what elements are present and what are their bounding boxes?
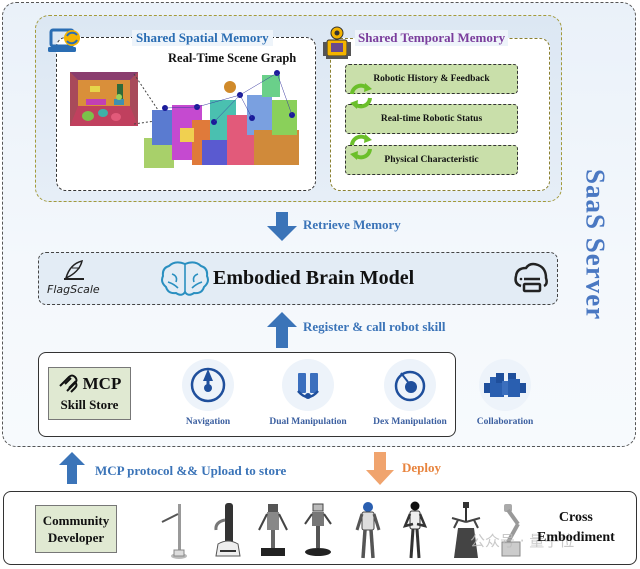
skill-dex-manipulation[interactable]: Dex Manipulation — [370, 359, 450, 427]
mobile-manipulator-icon — [214, 503, 241, 557]
deploy-label: Deploy — [402, 460, 441, 475]
watermark-text: 公众号 · 量子位 — [470, 532, 575, 550]
retrieve-memory-label: Retrieve Memory — [303, 217, 401, 232]
dual-arm-mobile-robot-icon — [258, 504, 288, 556]
skill-dual-manipulation[interactable]: Dual Manipulation — [268, 359, 348, 427]
flagscale-logo-icon — [64, 260, 84, 280]
mcp-skill-store: MCP Skill Store — [48, 367, 131, 420]
skill-label: Navigation — [185, 417, 231, 427]
mcp-logo-icon — [58, 374, 78, 393]
scene-graph-visualization — [144, 70, 299, 168]
collaboration-icon — [484, 373, 526, 397]
scene-graph-title: Real-Time Scene Graph — [168, 51, 297, 65]
spatial-memory-title: Shared Spatial Memory — [132, 30, 273, 46]
cloud-server-icon — [514, 262, 548, 293]
brain-icon — [161, 261, 209, 296]
cycle-arrows-icon — [350, 83, 372, 109]
room-thumbnail — [70, 72, 138, 126]
temporal-item-history: Robotic History & Feedback — [345, 64, 518, 94]
upload-to-store-label: MCP protocol && Upload to store — [95, 463, 287, 478]
temporal-memory-title: Shared Temporal Memory — [355, 30, 509, 46]
saas-server-label: SaaS Server — [580, 169, 611, 321]
collaborative-arm-icon — [501, 504, 521, 557]
skill-collaboration[interactable]: Collaboration — [465, 359, 545, 427]
flagscale-logo-text: FlagScale — [47, 283, 100, 296]
cross-label-line1: Cross — [558, 510, 593, 525]
skill-store-label: Skill Store — [60, 397, 119, 412]
cycle-arrows-icon — [350, 134, 372, 160]
dex-manipulation-icon — [394, 370, 426, 402]
embodied-brain-model-box — [38, 252, 558, 305]
robot-icon — [323, 26, 351, 59]
multi-arm-robot-icon — [451, 502, 481, 558]
brain-model-title: Embodied Brain Model — [213, 267, 415, 289]
skill-label: Dual Manipulation — [269, 417, 347, 427]
mcp-label: MCP — [82, 374, 122, 393]
navigation-icon — [190, 367, 226, 403]
cross-label-line2: Embodiment — [537, 530, 615, 545]
self-balancing-robot-icon — [304, 503, 332, 556]
skill-label: Dex Manipulation — [373, 417, 447, 427]
deploy-arrow-icon — [366, 452, 394, 485]
zoom-lines — [133, 73, 163, 125]
cross-embodiment-label: Cross Embodiment — [537, 508, 615, 548]
humanoid-robot-black-icon — [402, 501, 428, 559]
skill-label: Collaboration — [476, 417, 534, 427]
laptop-sync-icon — [48, 28, 80, 52]
register-skill-label: Register & call robot skill — [303, 319, 446, 334]
temporal-item-status: Real-time Robotic Status — [345, 104, 518, 134]
dual-manipulation-icon — [297, 373, 319, 399]
community-developer-box: Community Developer — [35, 505, 117, 553]
retrieve-arrow-icon — [267, 212, 297, 241]
robot-arm-on-pole-icon — [161, 504, 187, 559]
register-arrow-icon — [267, 312, 297, 348]
temporal-item-physical: Physical Characteristic — [345, 145, 518, 175]
humanoid-robot-blue-icon — [355, 502, 381, 559]
skill-navigation[interactable]: Navigation — [168, 359, 248, 427]
upload-arrow-icon — [59, 452, 85, 484]
